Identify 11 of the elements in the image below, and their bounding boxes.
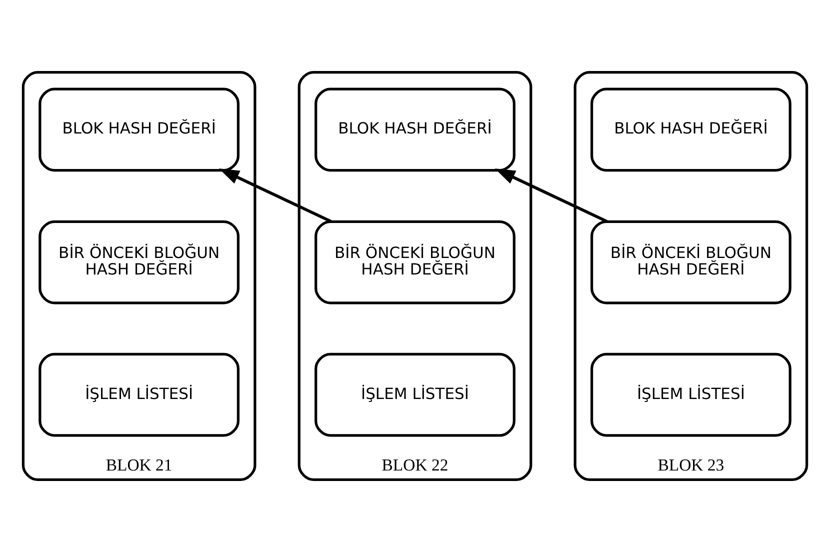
node-box: BİR ÖNCEKİ BLOĞUN HASH DEĞERİ [590,220,792,304]
node-box: BLOK HASH DEĞERİ [590,87,792,172]
node-box: İŞLEM LİSTESİ [590,352,792,436]
node-box: BİR ÖNCEKİ BLOĞUN HASH DEĞERİ [314,220,516,304]
node-box: BİR ÖNCEKİ BLOĞUN HASH DEĞERİ [38,220,240,304]
arrow [218,168,332,222]
node-box: İŞLEM LİSTESİ [314,352,516,436]
node-box: BLOK HASH DEĞERİ [314,87,516,172]
node-box: BLOK HASH DEĞERİ [38,87,240,172]
arrow [494,168,608,222]
node-box: İŞLEM LİSTESİ [38,352,240,436]
